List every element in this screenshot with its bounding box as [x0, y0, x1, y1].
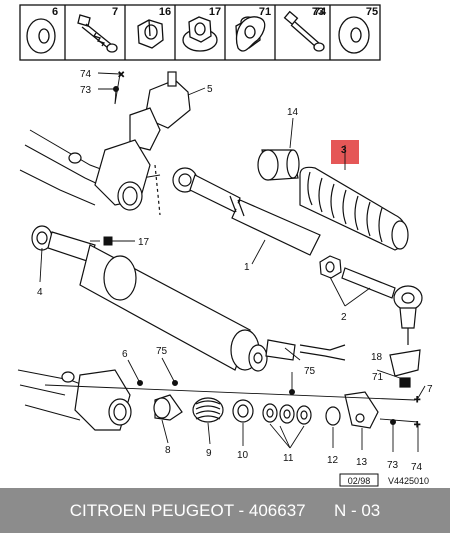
callout-18: 18: [371, 352, 383, 363]
bolt-icon: [77, 14, 118, 53]
footer-part-number: CITROEN PEUGEOT - 406637 N - 03: [69, 500, 381, 520]
callout-11: 11: [283, 453, 294, 464]
header-label-17: 17: [209, 6, 221, 18]
header-label-6: 6: [52, 6, 58, 18]
callout-14: 14: [287, 107, 299, 118]
steering-boot: [299, 166, 409, 251]
callout-74-upper: 74: [80, 69, 92, 80]
header-label-71: 71: [259, 6, 271, 18]
callout-6: 6: [122, 349, 128, 360]
callout-labels: 74 73 5 14 3 1 17 4 2 6 75 75 18 71 7 8 …: [37, 69, 433, 473]
callout-71: 71: [372, 372, 384, 383]
svg-text:+: +: [414, 419, 420, 431]
header-label-75: 75: [366, 6, 378, 18]
callout-13: 13: [356, 457, 368, 468]
date-code-box: [339, 473, 379, 487]
inner-tie-rod: [172, 167, 321, 256]
svg-text:×: ×: [118, 69, 124, 81]
clamp-plate: [389, 349, 421, 388]
callout-4: 4: [37, 287, 43, 298]
header-label-74: 74: [314, 6, 327, 18]
callout-10: 10: [237, 450, 249, 461]
washer-icon: [26, 18, 56, 54]
outer-tie-rod-end: [319, 255, 423, 345]
pinion-valve-housing: [68, 71, 191, 216]
callout-74-lower: 74: [411, 462, 423, 473]
rack-bush: [257, 149, 300, 181]
flat-washer-icon: [338, 16, 370, 54]
date-code: 02/98: [348, 476, 371, 486]
flange-nut-icon: [182, 16, 218, 52]
yoke-plunger: [153, 394, 183, 421]
hex-nut-icon: [137, 19, 164, 49]
footer-bar: CITROEN PEUGEOT - 406637 N - 03: [0, 488, 450, 533]
mounting-bracket: [344, 391, 379, 429]
callout-7: 7: [427, 384, 433, 395]
callout-17: 17: [138, 237, 150, 248]
callout-9: 9: [206, 448, 212, 459]
header-label-73: 73: [312, 6, 324, 18]
callout-5: 5: [207, 84, 213, 95]
lower-pinion-assembly: [61, 369, 132, 431]
leader-lines: [39, 72, 426, 452]
o-ring: [325, 406, 341, 426]
clip-washer-icon: [235, 16, 266, 52]
rack-housing: [31, 225, 346, 372]
callout-73-lower: 73: [387, 460, 399, 471]
reference-code: V4425010: [388, 476, 429, 486]
steering-rack-exploded-diagram: 6 7 16 17 71 73 74 74: [17, 4, 433, 487]
header-label-16: 16: [159, 6, 171, 18]
yoke-spring: [192, 397, 224, 423]
header-labels: 6 7 16 17 71 73 74: [52, 6, 324, 18]
adjuster-nut: [232, 399, 254, 423]
callout-75-right: 75: [304, 366, 316, 377]
marker-dots: × + +: [103, 69, 421, 432]
svg-text:+: +: [414, 394, 420, 406]
callout-1: 1: [244, 262, 250, 273]
header-label-7: 7: [112, 6, 118, 18]
callout-75-left: 75: [156, 346, 168, 357]
callout-2: 2: [341, 312, 347, 323]
callout-8: 8: [165, 445, 171, 456]
callout-73-upper: 73: [80, 85, 92, 96]
seal-washers: [262, 403, 312, 425]
callout-3: 3: [341, 145, 347, 156]
callout-12: 12: [327, 455, 339, 466]
long-bolt-icon: [283, 10, 325, 52]
